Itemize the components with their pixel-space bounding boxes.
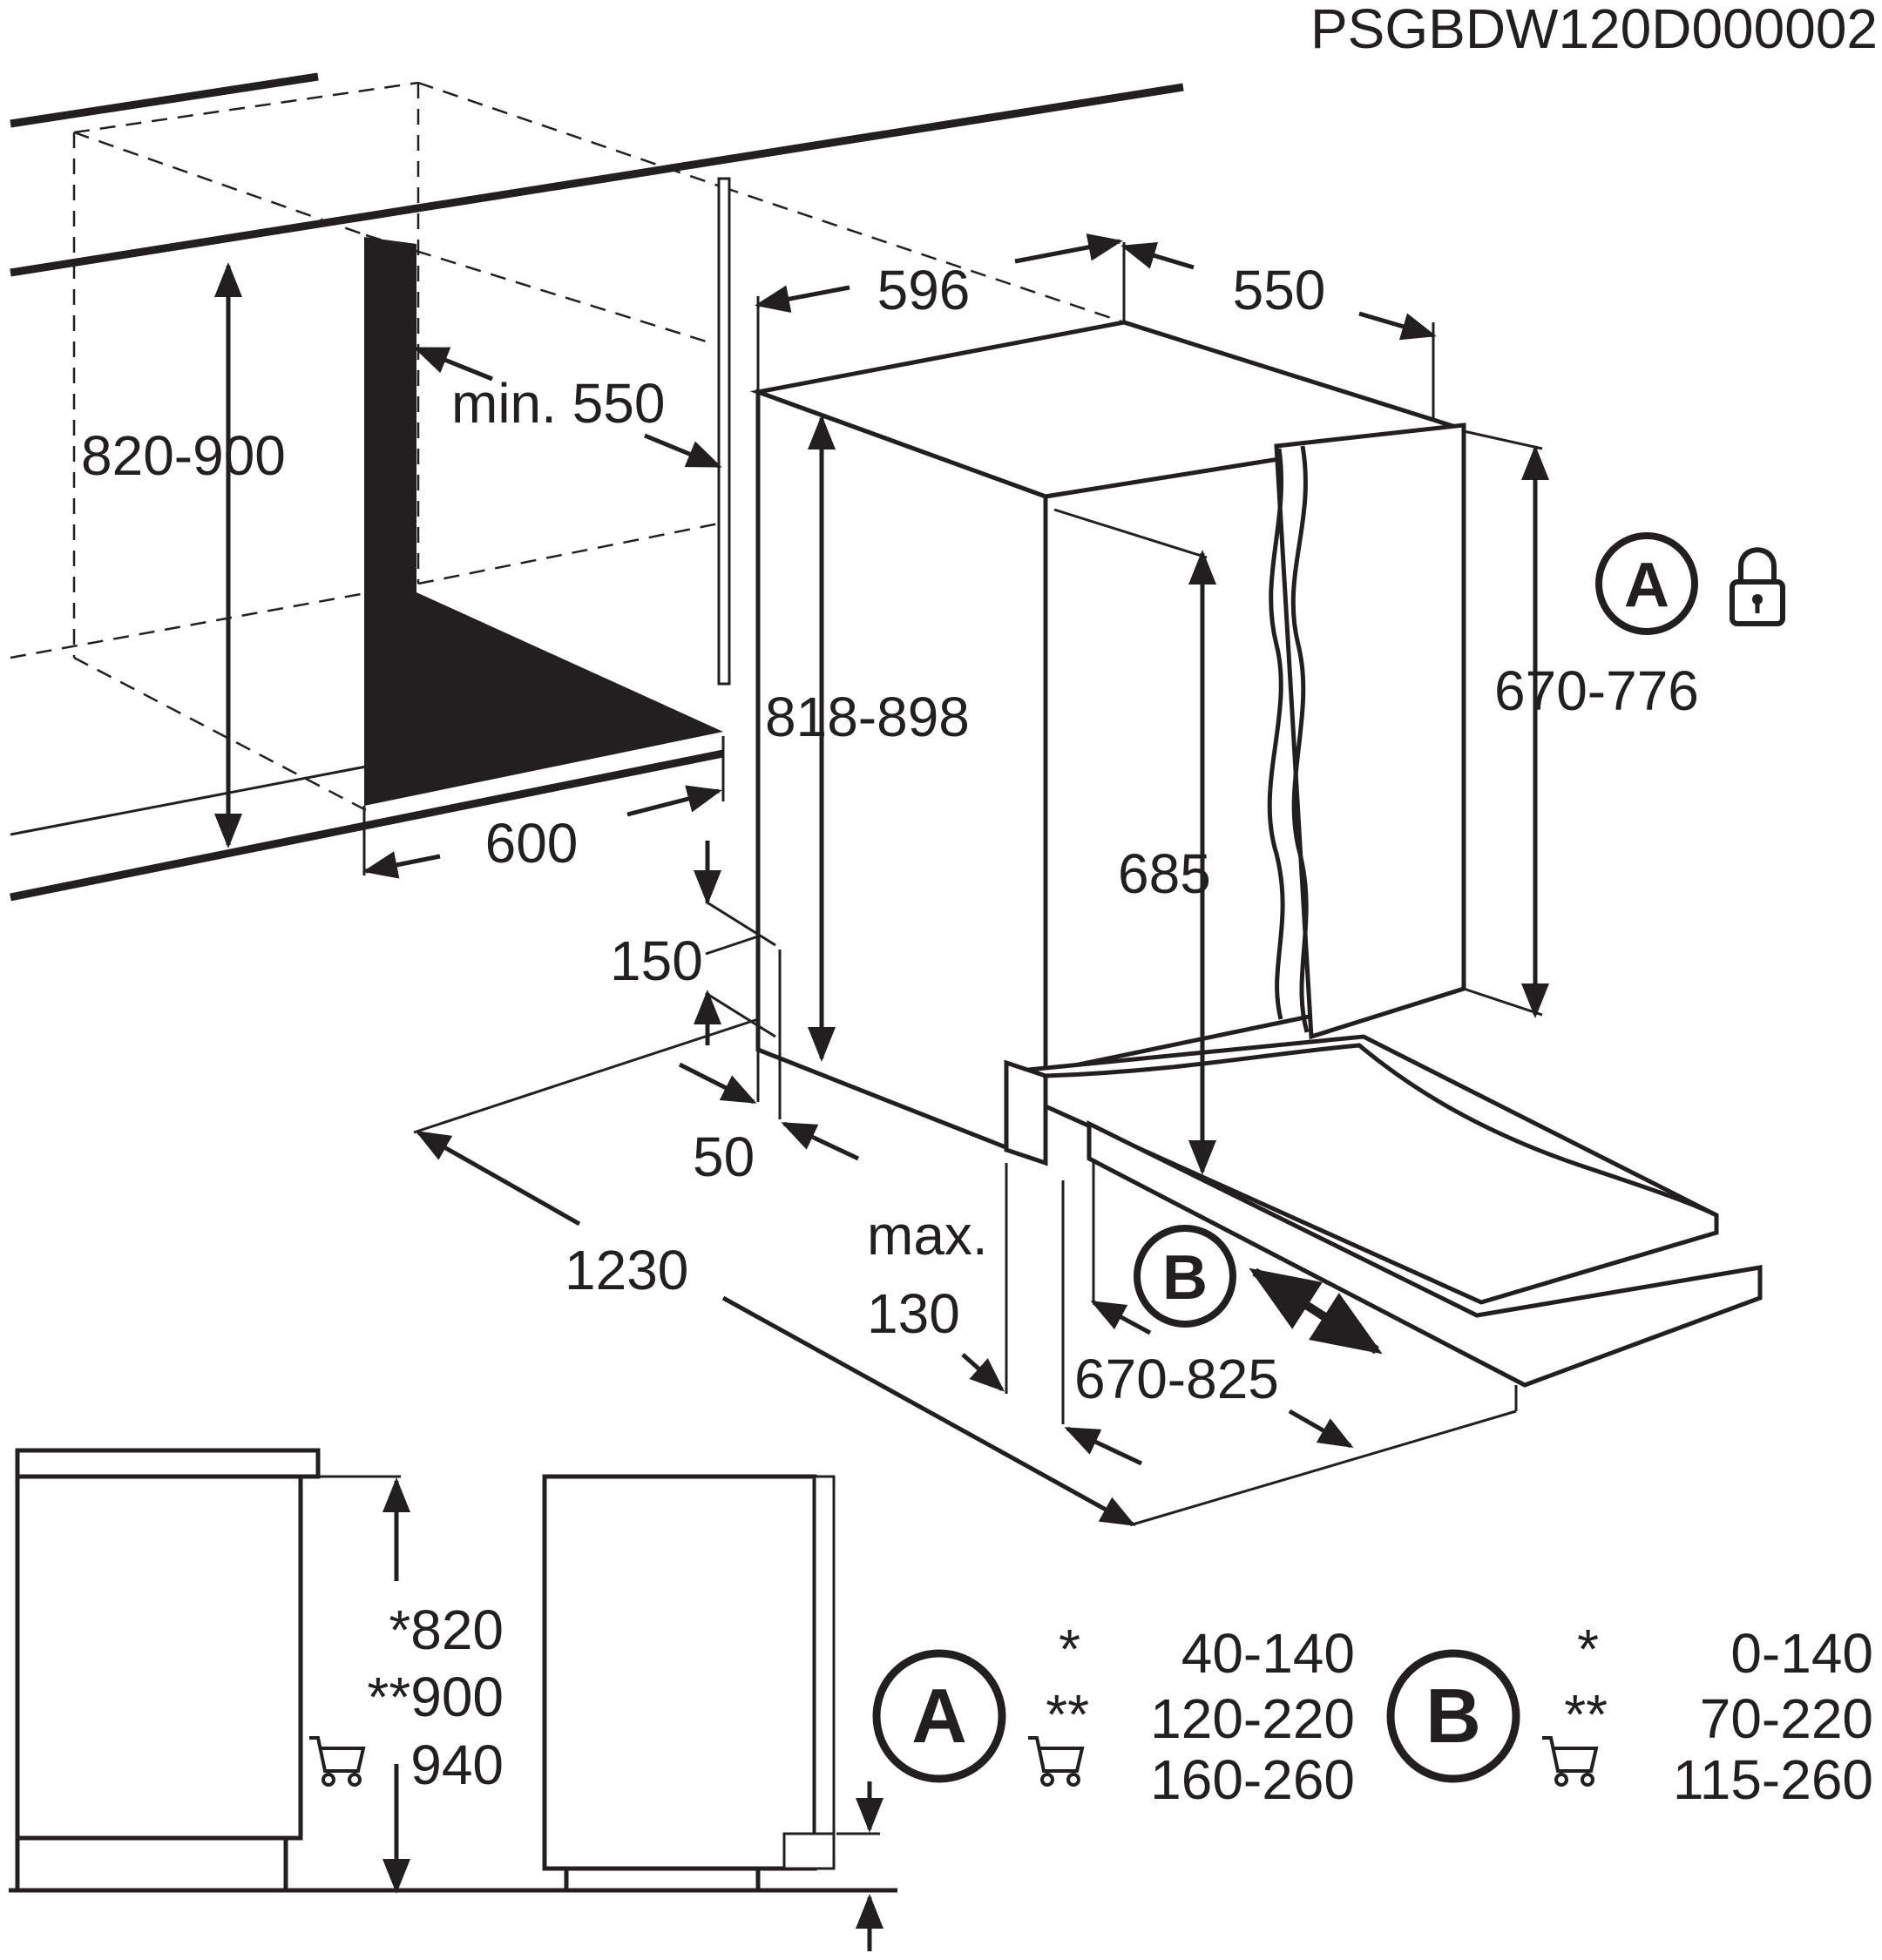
appliance-body	[749, 320, 1763, 1388]
dim-150: 150	[610, 929, 703, 992]
table-a-sym-1: *	[1059, 1618, 1080, 1680]
cart-icon	[308, 1736, 365, 1787]
table-b: B * 0-140 ** 70-220 115-260	[1386, 1618, 1873, 1811]
table-a-sym-2: **	[1046, 1683, 1089, 1746]
niche-structure	[10, 72, 1184, 902]
dim-820-900: 820-900	[81, 424, 286, 487]
table-a-marker: A	[911, 1673, 967, 1759]
side-h900: **900	[367, 1666, 504, 1728]
dim-max-130: 130	[867, 1282, 960, 1345]
dim-670-776: 670-776	[1494, 659, 1699, 722]
dim-50: 50	[693, 1125, 755, 1188]
table-b-sym-2: **	[1564, 1683, 1608, 1746]
table-a: A * 40-140 ** 120-220 160-260	[872, 1618, 1355, 1811]
dim-max-label: max.	[867, 1204, 988, 1267]
marker-a-label: A	[1624, 551, 1669, 620]
marker-a-top: A	[1595, 532, 1698, 635]
dim-596: 596	[877, 259, 971, 321]
table-a-val-3: 160-260	[1150, 1748, 1355, 1811]
dim-1230: 1230	[565, 1239, 688, 1301]
reference-code: PSGBDW120D000002	[1310, 0, 1878, 60]
table-b-val-3: 115-260	[1673, 1748, 1873, 1811]
side-h940: 940	[410, 1734, 504, 1796]
table-a-val-1: 40-140	[1181, 1622, 1355, 1685]
lock-icon	[1730, 547, 1785, 626]
dim-600: 600	[485, 812, 579, 875]
side-h820: *820	[389, 1598, 504, 1661]
table-a-val-2: 120-220	[1150, 1687, 1355, 1750]
dim-685: 685	[1118, 842, 1211, 905]
side-view-cabinet	[9, 1474, 897, 1951]
dim-818-898: 818-898	[765, 686, 970, 748]
marker-b-label: B	[1162, 1243, 1208, 1313]
table-b-val-1: 0-140	[1730, 1622, 1873, 1685]
dimension-lines	[214, 233, 1549, 1527]
dim-550: 550	[1233, 259, 1326, 321]
dim-min-550: min. 550	[451, 372, 665, 435]
table-b-sym-1: *	[1577, 1618, 1599, 1680]
marker-b-mid: B	[1134, 1225, 1236, 1328]
floor-outline	[413, 935, 1518, 1526]
side-view-appliance	[15, 1448, 410, 1894]
table-b-marker: B	[1425, 1673, 1481, 1759]
dim-670-825: 670-825	[1074, 1348, 1279, 1410]
table-b-val-2: 70-220	[1700, 1687, 1873, 1750]
